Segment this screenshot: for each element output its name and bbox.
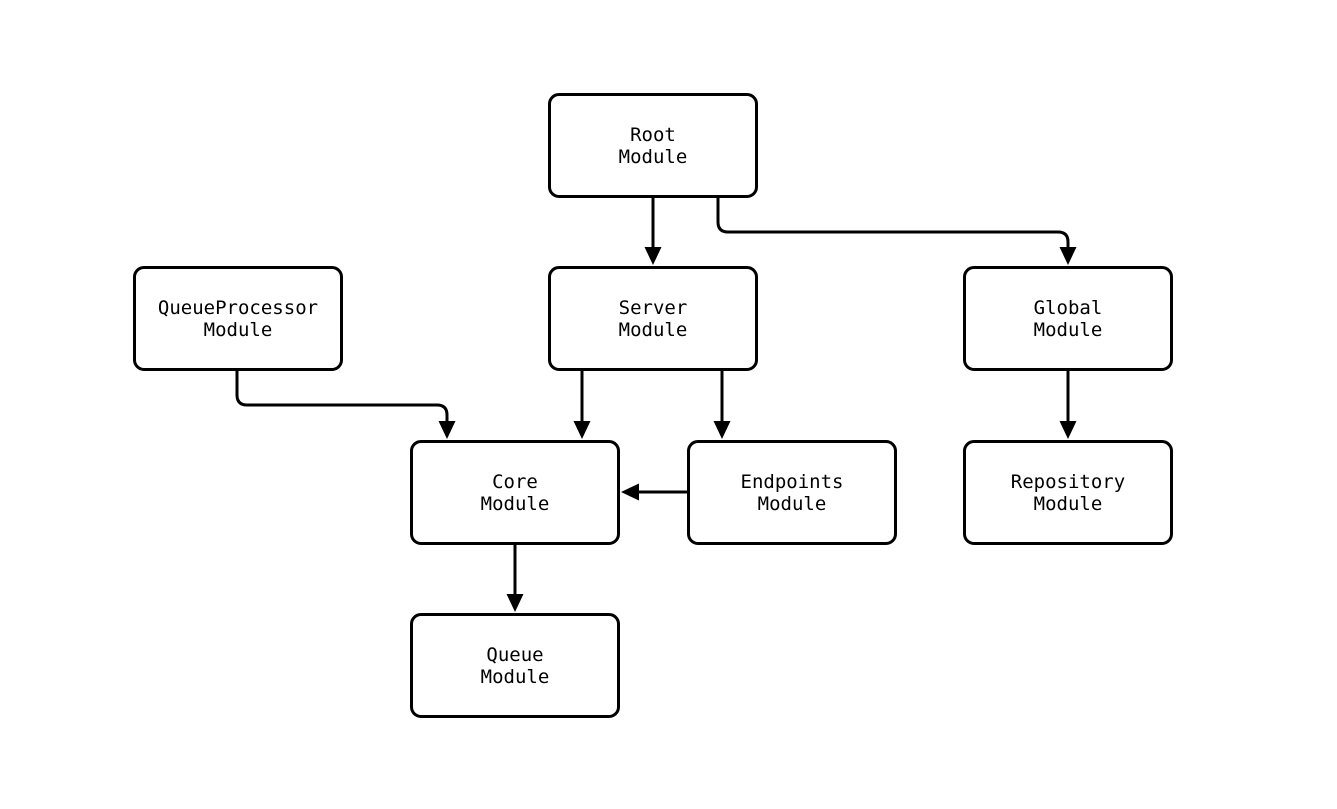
edge-server-to-core (573, 371, 591, 439)
edge-root-to-global (716, 198, 1077, 265)
arrowhead-icon (438, 421, 456, 439)
arrowhead-icon (621, 483, 639, 501)
arrowhead-icon (1059, 247, 1077, 265)
edge-queueprocessor-to-core (235, 371, 456, 439)
node-label-secondary: Module (1033, 318, 1103, 341)
node-label-primary: Repository (1010, 470, 1126, 493)
node-label-primary: Root (630, 123, 676, 146)
node-label-primary: Server (618, 296, 688, 319)
node-label-primary: Queue (486, 643, 544, 666)
node-label-secondary: Module (480, 665, 550, 688)
arrowhead-icon (506, 594, 524, 612)
edge-core-to-queue (506, 545, 524, 612)
edge-line (235, 371, 449, 421)
edge-server-to-endpoints (713, 371, 731, 439)
node-label-secondary: Module (480, 492, 550, 515)
node-label-secondary: Module (618, 145, 688, 168)
edge-global-to-repository (1059, 371, 1077, 439)
node-label-primary: Core (492, 470, 538, 493)
arrowhead-icon (573, 421, 591, 439)
arrowhead-icon (644, 247, 662, 265)
node-label-primary: Endpoints (740, 470, 844, 493)
node-label-secondary: Module (618, 318, 688, 341)
node-label-secondary: Module (1033, 492, 1103, 515)
arrowhead-icon (1059, 421, 1077, 439)
edge-line (716, 198, 1070, 247)
node-label-secondary: Module (203, 318, 273, 341)
node-label-secondary: Module (757, 492, 827, 515)
node-label-primary: QueueProcessor (157, 296, 319, 319)
edge-root-to-server (644, 198, 662, 265)
arrowhead-icon (713, 421, 731, 439)
node-label-primary: Global (1033, 296, 1103, 319)
edge-endpoints-to-core (621, 483, 687, 501)
